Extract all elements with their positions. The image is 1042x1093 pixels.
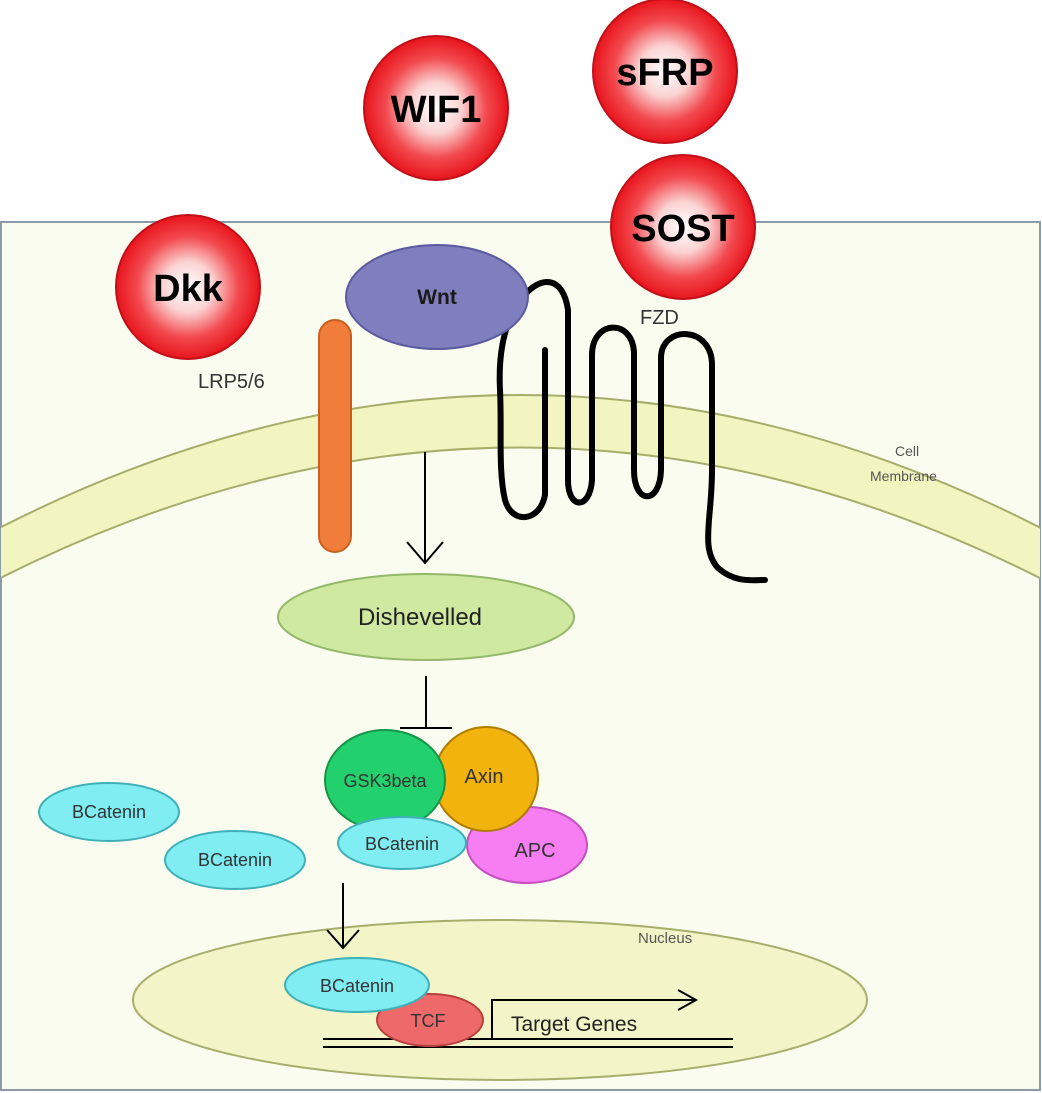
target-genes-label: Target Genes: [511, 1013, 637, 1036]
gsk3beta-label: GSK3beta: [343, 771, 427, 791]
membrane-label-line2: Membrane: [870, 468, 937, 484]
translocation-arrow: [326, 883, 360, 950]
sfrp-label: sFRP: [616, 52, 713, 94]
dkk-inhibitor: [115, 214, 261, 360]
nucleus-label: Nucleus: [638, 930, 692, 947]
nucleus-bcatenin: [284, 957, 430, 1013]
dishevelled-label: Dishevelled: [358, 604, 482, 631]
apc-label: APC: [514, 840, 555, 862]
tcf: [376, 993, 484, 1047]
complex-bcatenin: [337, 816, 467, 870]
complex-bcatenin-label: BCatenin: [365, 834, 439, 854]
dkk-label: Dkk: [153, 268, 224, 310]
wnt-ligand: [345, 244, 529, 350]
dna-strand: [323, 1038, 733, 1048]
inhibition-arrow: [400, 676, 452, 729]
free-bcatenin-1-label: BCatenin: [72, 802, 146, 822]
tcf-label: TCF: [411, 1011, 446, 1031]
membrane-label-line1: Cell: [895, 443, 919, 459]
transcription-arrow: [491, 989, 699, 1039]
free-bcatenin-1: [38, 782, 180, 842]
axin-label: Axin: [465, 766, 504, 788]
sfrp-inhibitor: [592, 0, 738, 144]
sost-label: SOST: [631, 208, 734, 250]
sost-inhibitor: [610, 154, 756, 300]
free-bcatenin-2-label: BCatenin: [198, 850, 272, 870]
nucleus-bcatenin-label: BCatenin: [320, 976, 394, 996]
activation-arrow-1: [406, 452, 444, 565]
free-bcatenin-2: [164, 830, 306, 890]
fzd-receptor: [496, 279, 768, 584]
dishevelled: [277, 573, 575, 661]
wnt-label: Wnt: [417, 286, 457, 309]
lrp-label: LRP5/6: [198, 371, 265, 393]
wif1-inhibitor: [363, 35, 509, 181]
wif1-label: WIF1: [391, 89, 482, 131]
fzd-label: FZD: [640, 307, 679, 329]
lrp-receptor: [318, 319, 352, 553]
